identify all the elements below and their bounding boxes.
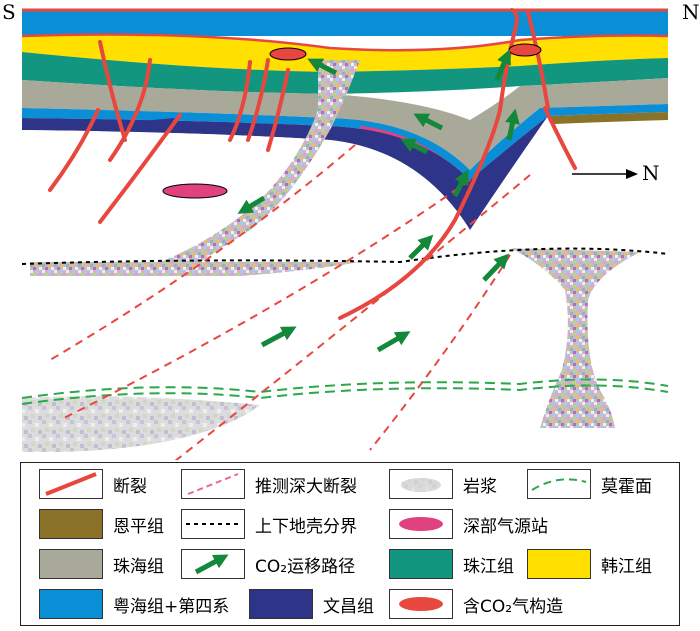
legend-label: 文昌组 xyxy=(323,596,374,617)
legend-label: 断裂 xyxy=(113,476,147,497)
deep-gas-source xyxy=(162,183,228,199)
legend-item-crust-boundary: 上下地壳分界 xyxy=(181,507,357,541)
co2-trap-swatch xyxy=(389,589,453,619)
faults xyxy=(48,8,577,320)
zhujiang-swatch xyxy=(389,549,453,579)
magma-dyke-upper xyxy=(160,60,360,262)
fault-swatch xyxy=(39,469,103,499)
legend-item-co2-path: CO₂运移路径 xyxy=(181,547,355,581)
legend-label: 韩江组 xyxy=(601,556,652,577)
label-south: S xyxy=(2,0,16,24)
enping-swatch xyxy=(39,509,103,539)
co2-trap-right xyxy=(508,43,542,57)
gas-source-swatch xyxy=(389,509,453,539)
co2-path-swatch xyxy=(181,549,245,579)
crust-boundary-swatch xyxy=(181,509,245,539)
legend-item-fault: 断裂 xyxy=(39,467,147,501)
geological-cross-section xyxy=(21,8,669,460)
hanjiang-swatch xyxy=(527,549,591,579)
layer-enping xyxy=(548,112,668,124)
inferred-deep-faults xyxy=(49,144,531,460)
legend-label: 岩浆 xyxy=(463,476,497,497)
legend-label: CO₂运移路径 xyxy=(255,556,356,577)
legend-label: 推测深大断裂 xyxy=(255,476,357,497)
zhuhai-swatch xyxy=(39,549,103,579)
legend-label: 珠江组 xyxy=(463,556,514,577)
magma-sill-left xyxy=(30,262,360,276)
magma-lower-body xyxy=(22,396,260,452)
legend-item-co2-trap: 含CO₂气构造 xyxy=(389,587,563,621)
layer-yuehai xyxy=(22,10,668,36)
legend-label: 粤海组+第四系 xyxy=(113,596,230,617)
co2-trap-left xyxy=(269,47,307,61)
legend-item-hanjiang: 韩江组 xyxy=(527,547,652,581)
north-arrow xyxy=(572,169,638,179)
legend-label: 莫霍面 xyxy=(601,476,652,497)
legend-label: 深部气源站 xyxy=(463,516,548,537)
legend: 断裂 推测深大断裂 岩浆 莫霍面 恩平组 上下地壳分界 深部气源站 xyxy=(20,462,680,626)
layer-yuehai-thin xyxy=(22,104,668,180)
layer-zhuhai xyxy=(22,78,668,170)
upper-lower-crust-boundary xyxy=(21,247,669,265)
legend-item-zhuhai: 珠海组 xyxy=(39,547,164,581)
wenchang-swatch xyxy=(249,589,313,619)
legend-label: 恩平组 xyxy=(113,516,164,537)
moho-surface xyxy=(21,378,669,405)
legend-item-magma: 岩浆 xyxy=(389,467,497,501)
basin-white-under xyxy=(22,130,470,240)
moho-swatch xyxy=(527,469,591,499)
legend-label: 上下地壳分界 xyxy=(255,516,357,537)
legend-item-yuehai: 粤海组+第四系 xyxy=(39,587,229,621)
legend-item-zhujiang: 珠江组 xyxy=(389,547,514,581)
hanjiang-top-line xyxy=(21,33,669,52)
magma-column-right xyxy=(510,248,640,428)
label-north: N xyxy=(682,0,700,24)
co2-migration-arrows xyxy=(237,49,520,353)
north-arrow-label: N xyxy=(642,161,660,185)
magma-swatch xyxy=(389,469,453,499)
yuehai-swatch xyxy=(39,589,103,619)
legend-label: 珠海组 xyxy=(113,556,164,577)
legend-item-gas-source: 深部气源站 xyxy=(389,507,548,541)
legend-item-inferred-fault: 推测深大断裂 xyxy=(181,467,357,501)
legend-item-moho: 莫霍面 xyxy=(527,467,652,501)
legend-label: 含CO₂气构造 xyxy=(463,596,564,617)
legend-item-wenchang: 文昌组 xyxy=(249,587,374,621)
inferred-fault-swatch xyxy=(181,469,245,499)
layer-wenchang-right xyxy=(330,116,548,230)
legend-item-enping: 恩平组 xyxy=(39,507,164,541)
